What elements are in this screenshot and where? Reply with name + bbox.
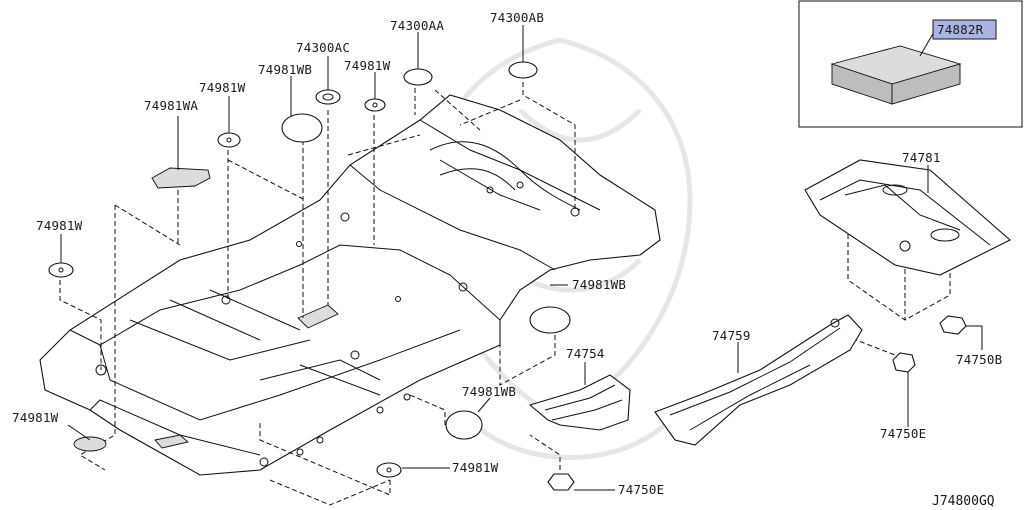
plugs	[48, 61, 967, 491]
plug-74981wb-upper	[281, 113, 323, 143]
label-74300aa: 74300AA	[390, 18, 444, 33]
plug-74300ab	[508, 61, 538, 79]
label-74781: 74781	[902, 150, 941, 165]
label-74981w-bottom: 74981W	[12, 410, 59, 425]
projection-lines	[59, 82, 951, 506]
plug-74981w-top	[364, 98, 386, 112]
label-74981wb-upper: 74981WB	[258, 62, 312, 77]
rear-floor-insulator	[804, 159, 1011, 276]
plug-74981w-left	[48, 262, 74, 278]
plug-74981wb-right	[529, 306, 571, 334]
insulator-pad-front	[891, 63, 961, 105]
grommet-74300ac	[315, 89, 341, 105]
label-74754: 74754	[566, 346, 605, 361]
inset-part-highlight	[932, 19, 997, 40]
label-74750e-right: 74750E	[880, 426, 926, 441]
label-74882r: 74882R	[937, 22, 984, 37]
label-74981w-top: 74981W	[344, 58, 391, 73]
plug-74981w-lower	[376, 462, 402, 478]
nut-74750e-lower	[547, 473, 575, 491]
front-heat-insulator	[528, 374, 631, 431]
label-74300ab: 74300AB	[490, 10, 544, 25]
plug-74300aa	[403, 68, 433, 86]
label-74981w-mid: 74981W	[199, 80, 246, 95]
label-74750e-lower: 74750E	[618, 482, 664, 497]
nut-74750e-right	[892, 352, 916, 373]
plug-74981w-mid	[217, 132, 241, 148]
label-74981w-left: 74981W	[36, 218, 83, 233]
plug-74981wb-lower	[445, 410, 483, 440]
leader-lines	[60, 25, 983, 491]
label-74981wb-lower: 74981WB	[462, 384, 516, 399]
floor-pan	[39, 94, 661, 476]
plug-74981w-bottom	[73, 436, 107, 452]
label-74300ac: 74300AC	[296, 40, 350, 55]
diagram-code: J74800GQ	[932, 494, 995, 509]
callout-labels: 74300AA 74300AB 74300AC 74981WB 74981W 7…	[12, 10, 1002, 497]
label-74750b: 74750B	[956, 352, 1002, 367]
label-74981wb-right: 74981WB	[572, 277, 626, 292]
plug-74981wa	[151, 167, 211, 189]
label-74759: 74759	[712, 328, 751, 343]
inset-box	[798, 0, 1023, 128]
label-74981w-lower: 74981W	[452, 460, 499, 475]
label-74981wa: 74981WA	[144, 98, 198, 113]
exhaust-heat-insulator	[654, 314, 863, 446]
inset-part-callout: 74882R	[932, 19, 997, 40]
nut-74750b	[939, 315, 967, 335]
